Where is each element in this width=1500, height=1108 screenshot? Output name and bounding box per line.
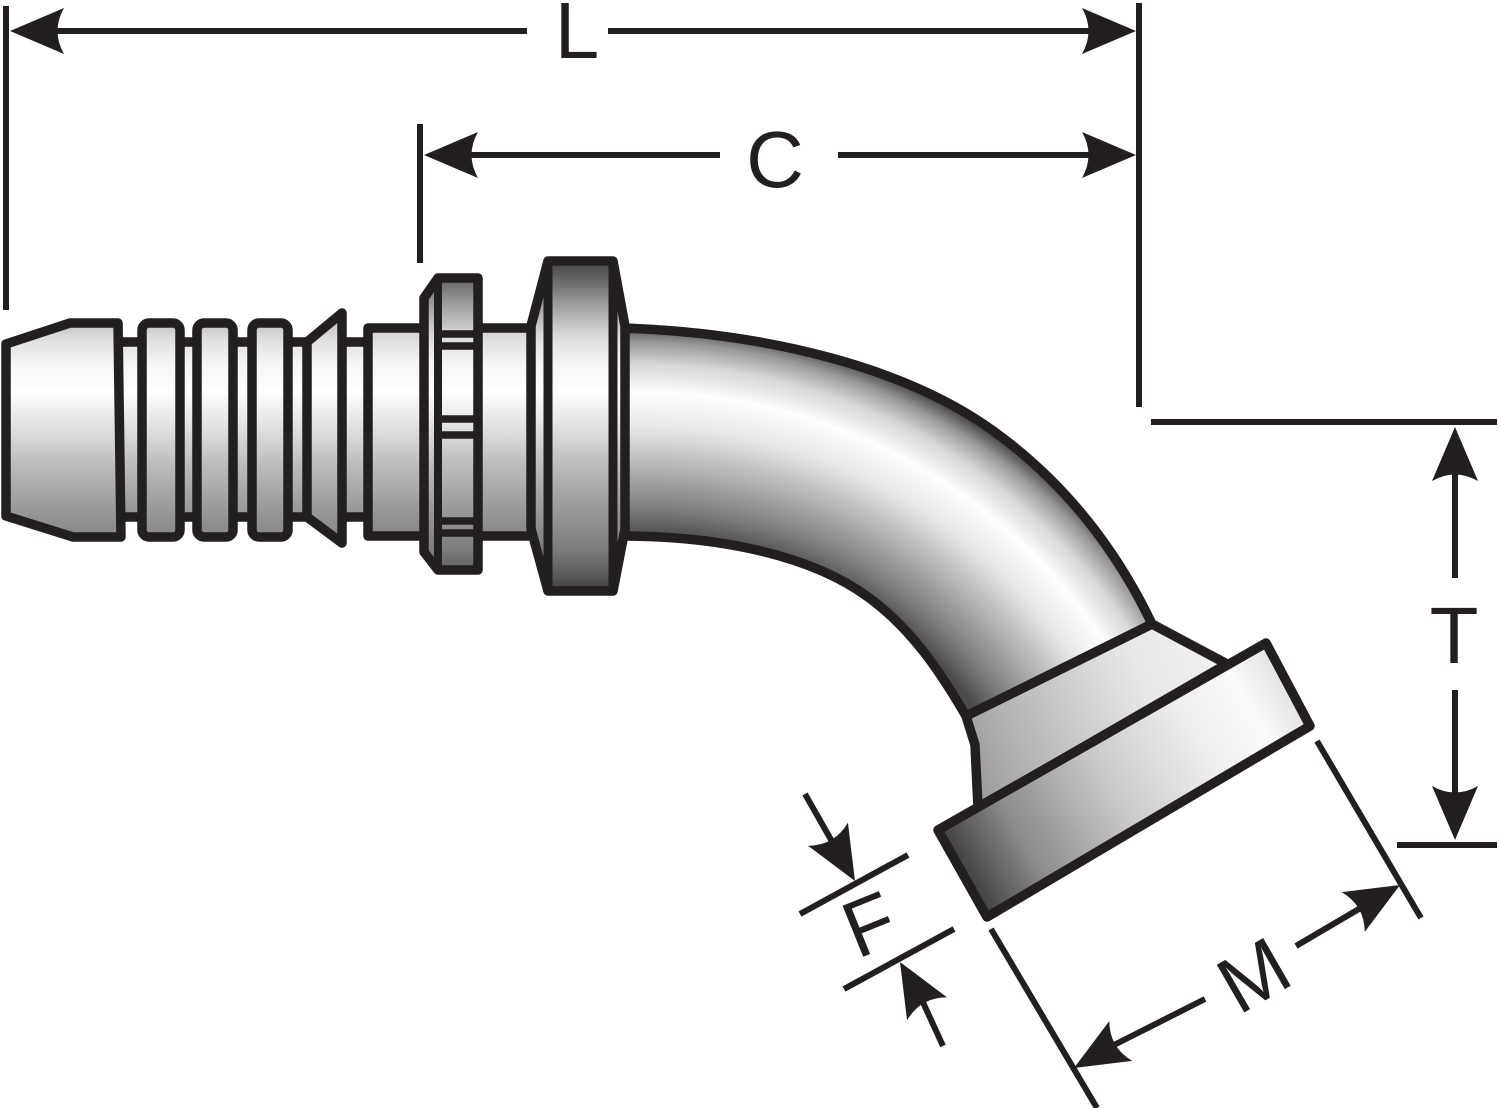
barb-nose xyxy=(1,318,126,542)
m-extension-line-upper xyxy=(1314,739,1424,920)
collar-body xyxy=(419,273,483,575)
dim-label-m: M xyxy=(1203,920,1305,1030)
dim-label-f: F xyxy=(830,874,909,975)
dimension-F xyxy=(798,792,956,1048)
hex-body xyxy=(526,256,630,596)
c-arrow-right xyxy=(1082,132,1136,178)
m-dim-line-left xyxy=(1108,996,1207,1050)
fitting-body xyxy=(1,256,1315,922)
dim-label-l: L xyxy=(555,0,600,75)
t-arrow-bottom xyxy=(1432,786,1478,840)
m-extension-line-lower xyxy=(988,927,1100,1108)
barb-ring-2 xyxy=(192,318,238,542)
dim-label-t: T xyxy=(1430,591,1479,680)
elbow-tube xyxy=(617,323,1157,721)
barb-flare xyxy=(302,308,347,548)
crimp-collar xyxy=(419,273,483,575)
dimension-M xyxy=(988,739,1424,1108)
f-leader-lower xyxy=(918,996,946,1048)
barb-ring-1 xyxy=(137,318,185,542)
f-leader-upper xyxy=(802,792,837,847)
dimension-T xyxy=(1151,419,1497,848)
m-arrow-left xyxy=(1063,1021,1133,1088)
f-extension-line-upper xyxy=(798,852,910,917)
hex-bulge xyxy=(526,256,630,596)
dimension-L xyxy=(3,6,1136,310)
c-arrow-left xyxy=(424,132,478,178)
m-dim-line-right xyxy=(1294,903,1366,949)
dim-label-c: C xyxy=(746,115,804,204)
dimension-C xyxy=(417,124,1136,263)
m-arrow-right xyxy=(1342,865,1412,932)
collar-grooves xyxy=(436,330,480,537)
flange-face xyxy=(933,638,1315,922)
l-arrow-right xyxy=(1082,8,1136,54)
barb-ring-3 xyxy=(247,318,293,542)
t-arrow-top xyxy=(1432,427,1478,481)
f-extension-line-lower xyxy=(842,926,956,992)
l-arrow-left xyxy=(10,8,64,54)
